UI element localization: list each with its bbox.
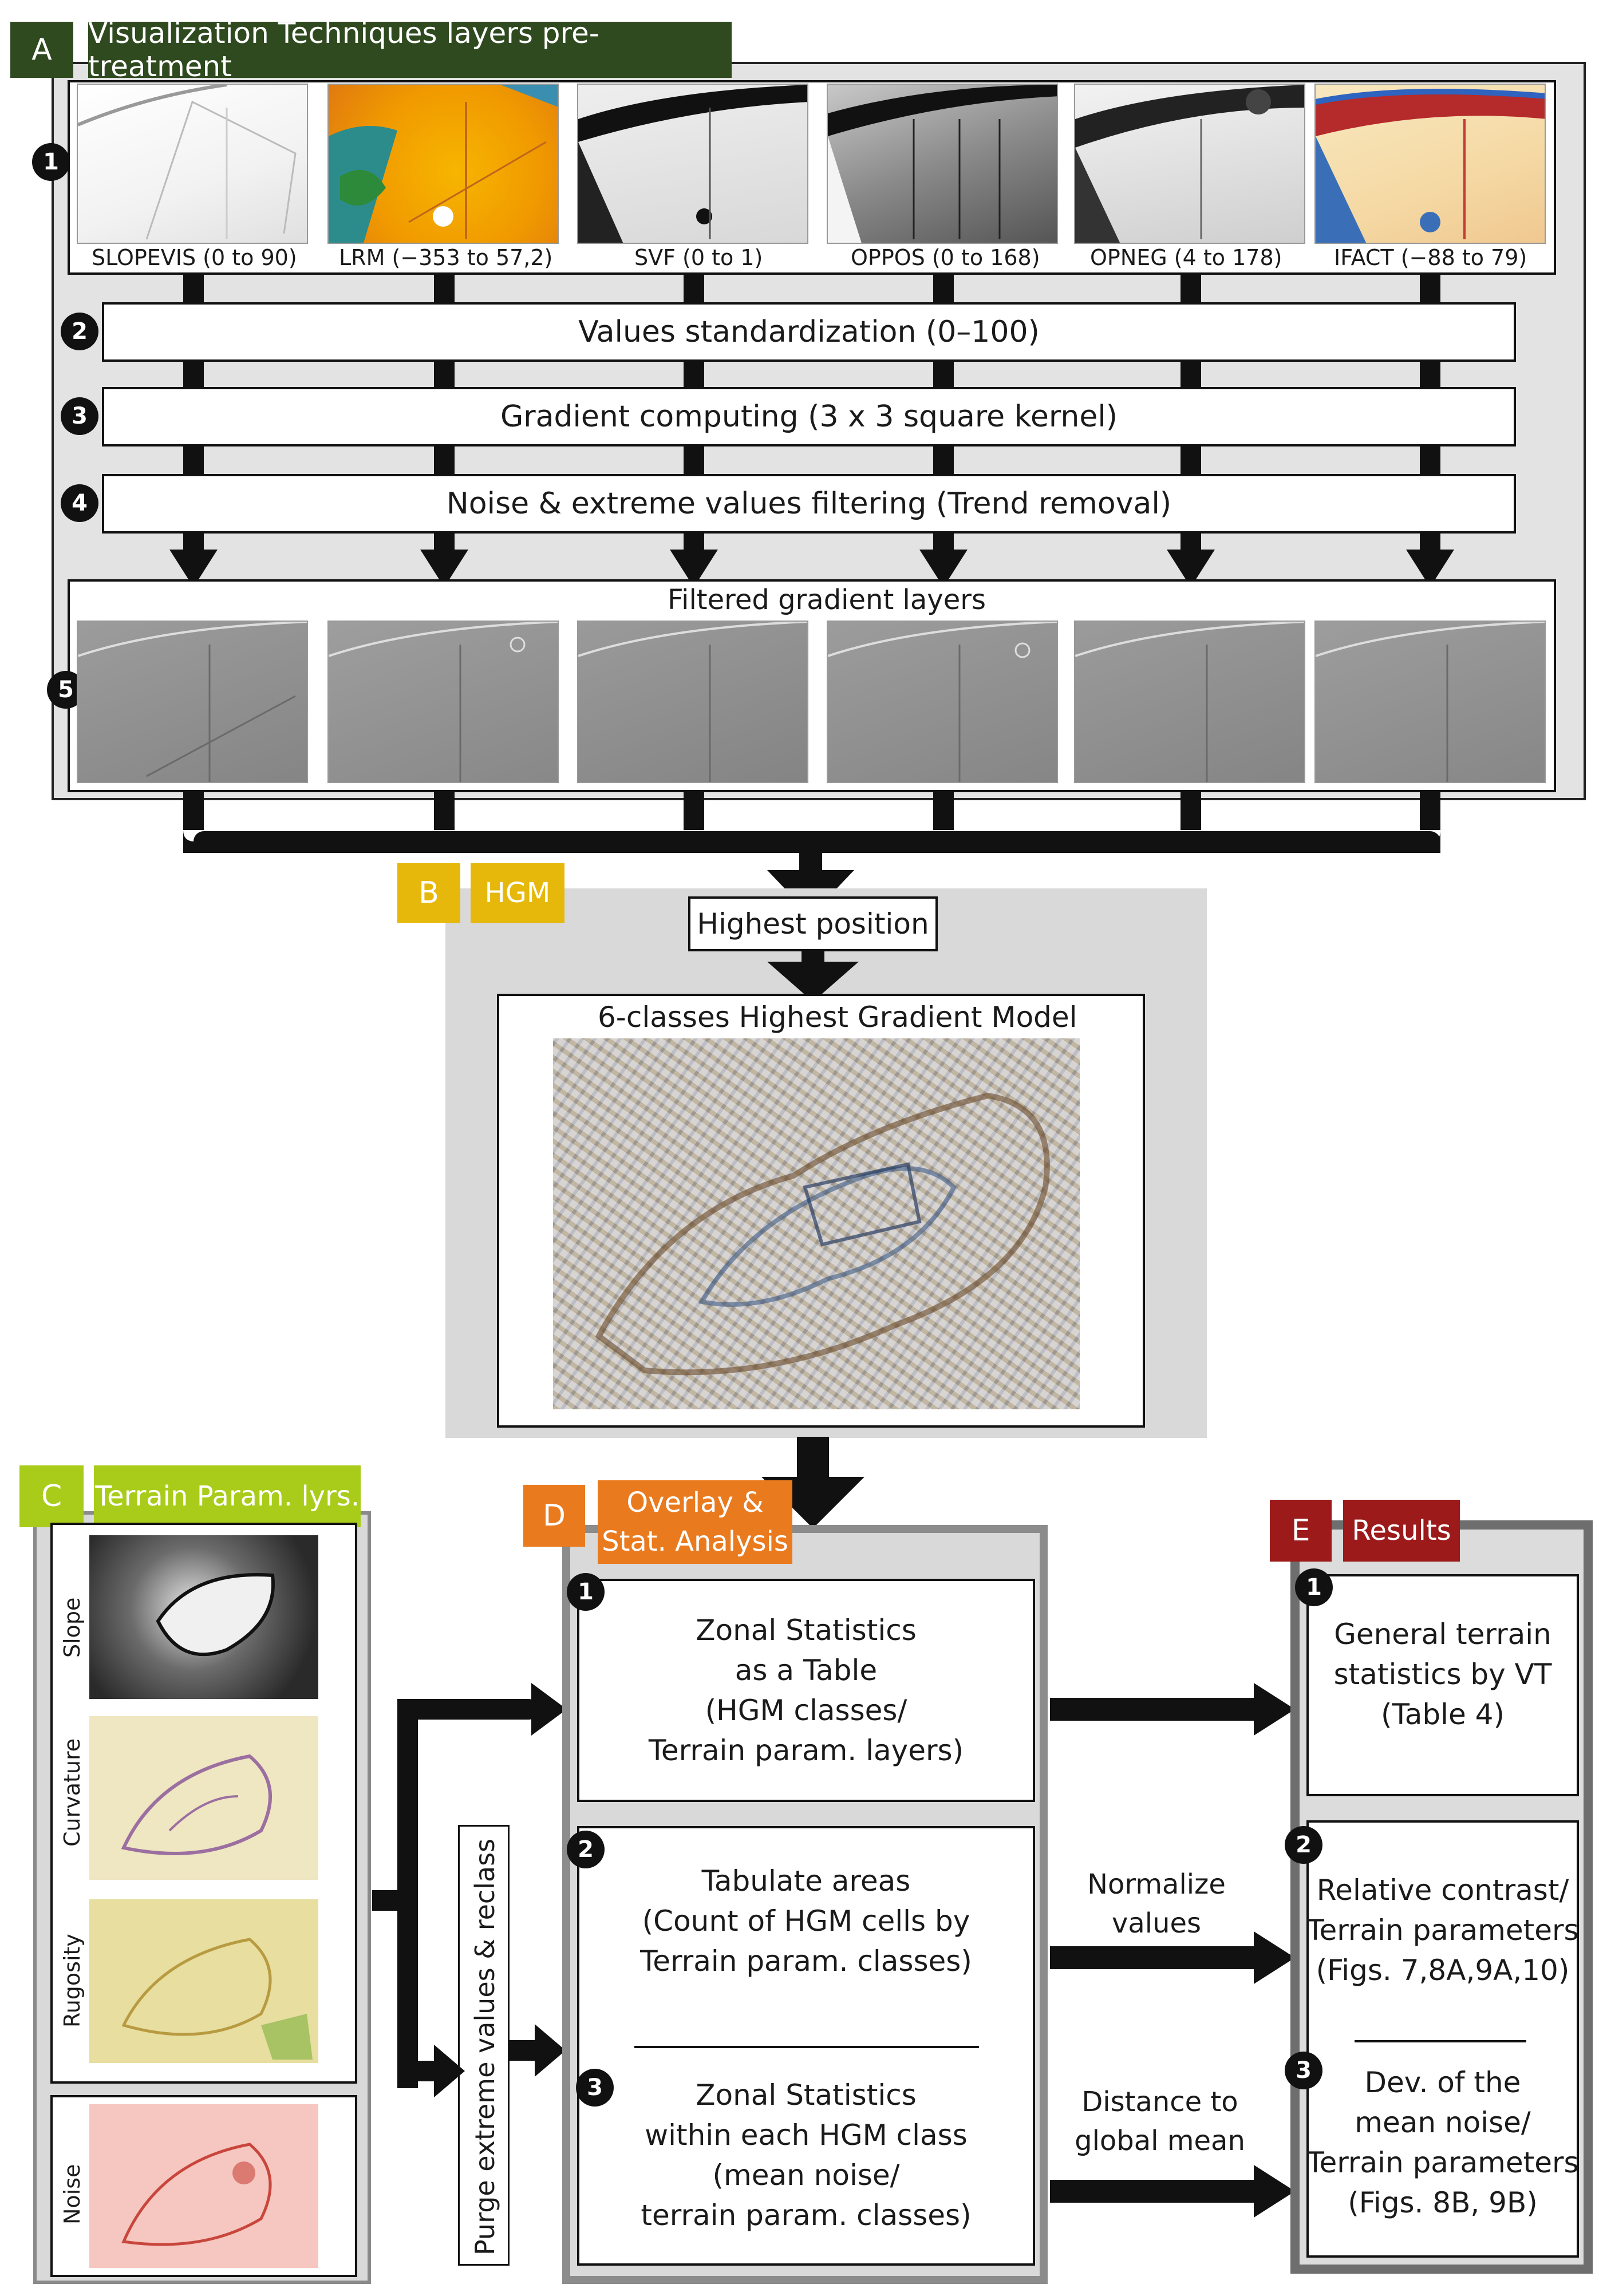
step-number-a2: 2	[61, 313, 98, 350]
filtered-layer-opneg	[1074, 621, 1305, 783]
d3-line1: Zonal Statistics	[696, 2078, 917, 2112]
section-d-title-line2: Stat. Analysis	[602, 1526, 788, 1558]
e1-line1: General terrain	[1334, 1618, 1551, 1651]
slope-thumbnail	[89, 1535, 318, 1699]
raw-layers-box	[68, 80, 1556, 275]
e3-line4: (Figs. 8B, 9B)	[1348, 2186, 1538, 2219]
noise-thumbnail	[89, 2104, 318, 2268]
zonal-statistics-hgm-text: Zonal Statistics within each HGM class (…	[577, 2061, 1035, 2250]
section-e-title: Results	[1343, 1500, 1460, 1562]
zonal-statistics-table-box: Zonal Statistics as a Table (HGM classes…	[577, 1579, 1035, 1802]
filtered-layers-box	[68, 579, 1556, 792]
d3-line4: terrain param. classes)	[641, 2199, 972, 2232]
step-values-standardization: Values standardization (0–100)	[102, 302, 1516, 362]
distance-line2: global mean	[1075, 2125, 1245, 2157]
e1-line2: statistics by VT	[1333, 1658, 1552, 1691]
step-number-a3: 3	[61, 397, 98, 435]
section-e-letter: E	[1270, 1500, 1332, 1562]
general-terrain-statistics-box: General terrain statistics by VT (Table …	[1306, 1574, 1579, 1796]
svf-thumbnail	[577, 84, 808, 244]
rugosity-thumbnail	[89, 1899, 318, 2063]
step-number-a1: 1	[32, 143, 70, 181]
distance-line1: Distance to	[1081, 2086, 1238, 2118]
d1-line4: Terrain param. layers)	[648, 1734, 964, 1767]
e2-line1: Relative contrast/	[1316, 1874, 1569, 1907]
section-c-letter: C	[19, 1465, 84, 1527]
filtered-layer-svf	[577, 621, 808, 783]
filtered-layer-oppos	[827, 621, 1058, 783]
d3-line2: within each HGM class	[645, 2119, 968, 2152]
hgm-model-title: 6-classes Highest Gradient Model	[598, 1001, 1077, 1034]
d1-line3: (HGM classes/	[705, 1694, 907, 1727]
ifact-label: IFACT (−88 to 79)	[1334, 245, 1527, 270]
filtered-layers-title: Filtered gradient layers	[668, 584, 986, 616]
e1-line3: (Table 4)	[1380, 1698, 1505, 1731]
lrm-thumbnail	[327, 84, 559, 244]
step-gradient-computing: Gradient computing (3 x 3 square kernel)	[102, 387, 1516, 446]
e3-line1: Dev. of the	[1364, 2066, 1521, 2099]
merge-connector	[183, 790, 1440, 916]
opneg-thumbnail	[1074, 84, 1305, 244]
highest-position-box: Highest position	[688, 896, 938, 951]
hgm-arrow	[767, 950, 859, 1002]
section-d-letter: D	[523, 1485, 585, 1547]
relative-contrast-text: Relative contrast/ Terrain parameters (F…	[1306, 1867, 1579, 1993]
filtered-layer-slopevis	[77, 621, 308, 783]
section-c-title: Terrain Param. lyrs.	[94, 1465, 361, 1527]
section-d-title: Overlay & Stat. Analysis	[598, 1480, 792, 1564]
tabulate-areas-text: Tabulate areas (Count of HGM cells by Te…	[577, 1852, 1035, 1990]
step-number-e1: 1	[1295, 1568, 1333, 1606]
oppos-thumbnail	[827, 84, 1058, 244]
e3-line3: Terrain parameters	[1306, 2146, 1579, 2179]
step-number-d3: 3	[576, 2069, 614, 2107]
slopevis-thumbnail	[77, 84, 308, 244]
curvature-thumbnail	[89, 1716, 318, 1880]
svf-label: SVF (0 to 1)	[634, 245, 763, 270]
section-b-letter: B	[397, 863, 460, 923]
e-lower-box	[1306, 1820, 1579, 2258]
oppos-label: OPPOS (0 to 168)	[851, 245, 1040, 270]
d2-line1: Tabulate areas	[701, 1864, 911, 1898]
step-number-d1: 1	[567, 1573, 605, 1611]
normalize-line2: values	[1111, 1907, 1202, 1939]
section-d-title-line1: Overlay &	[626, 1487, 764, 1519]
ifact-thumbnail	[1314, 84, 1546, 244]
e2-line3: (Figs. 7,8A,9A,10)	[1316, 1954, 1570, 1987]
filtered-layer-ifact	[1314, 621, 1546, 783]
e3-line2: mean noise/	[1355, 2106, 1531, 2139]
hgm-model-image	[553, 1038, 1080, 1409]
lrm-label: LRM (−353 to 57,2)	[339, 245, 553, 270]
step-number-e2: 2	[1285, 1826, 1322, 1864]
section-b-title: HGM	[471, 863, 564, 923]
e2-line2: Terrain parameters	[1306, 1914, 1579, 1947]
step-number-e3: 3	[1285, 2052, 1322, 2089]
slopevis-label: SLOPEVIS (0 to 90)	[92, 245, 297, 270]
step-number-d2: 2	[567, 1831, 605, 1868]
filtered-layer-lrm	[327, 621, 559, 783]
d3-line3: (mean noise/	[712, 2159, 900, 2192]
step-number-a4: 4	[61, 484, 98, 522]
d1-line1: Zonal Statistics	[696, 1614, 917, 1647]
d1-line2: as a Table	[735, 1654, 878, 1687]
section-a-title: Visualization Techniques layers pre-trea…	[88, 17, 732, 83]
normalize-label: Normalize values	[1059, 1864, 1254, 1944]
d-divider	[634, 2046, 979, 2048]
e-divider	[1355, 2040, 1526, 2042]
d2-line2: (Count of HGM cells by	[642, 1904, 970, 1938]
distance-label: Distance to global mean	[1057, 2081, 1263, 2161]
d2-line3: Terrain param. classes)	[640, 1945, 972, 1978]
step-noise-filtering: Noise & extreme values filtering (Trend …	[102, 474, 1516, 534]
opneg-label: OPNEG (4 to 178)	[1090, 245, 1282, 270]
normalize-line1: Normalize	[1087, 1868, 1226, 1900]
section-a-letter: A	[10, 22, 73, 78]
purge-box	[458, 1825, 510, 2266]
dev-mean-noise-text: Dev. of the mean noise/ Terrain paramete…	[1306, 2060, 1579, 2226]
